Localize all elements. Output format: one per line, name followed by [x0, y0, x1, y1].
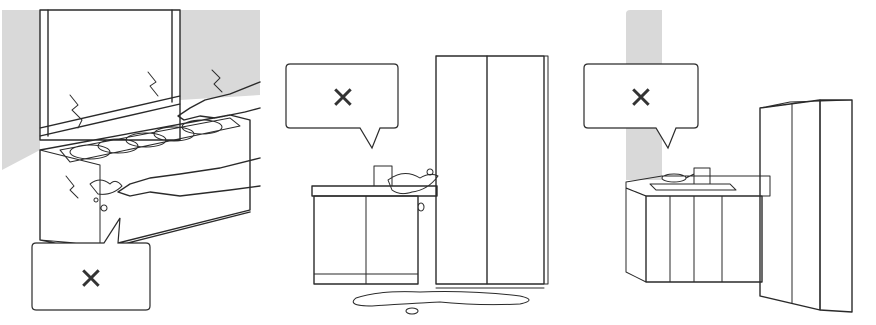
- wall-background: [2, 10, 40, 170]
- spark-icon: [70, 95, 82, 128]
- prohibited-mark: ✕: [78, 262, 103, 297]
- counter-cabinet: [646, 196, 762, 282]
- refrigerator: [436, 56, 544, 284]
- hand-lower: [118, 158, 260, 196]
- stove: [650, 184, 736, 190]
- pan: [662, 174, 686, 182]
- prohibited-mark: ✕: [628, 81, 653, 116]
- prohibited-mark: ✕: [330, 81, 355, 116]
- refrigerator: [760, 100, 820, 310]
- panel-water-spill: ✕: [286, 56, 548, 314]
- callout-bubble: ✕: [286, 64, 398, 148]
- water-puddle: [353, 292, 529, 307]
- spark-icon: [66, 176, 78, 198]
- refrigerator-side: [820, 100, 852, 312]
- spark-icon: [148, 72, 158, 96]
- counter-cabinet: [626, 188, 646, 282]
- panel-drawer: ✕: [2, 10, 260, 310]
- panel-near-stove: ✕: [584, 10, 852, 312]
- callout-bubble: ✕: [32, 218, 150, 310]
